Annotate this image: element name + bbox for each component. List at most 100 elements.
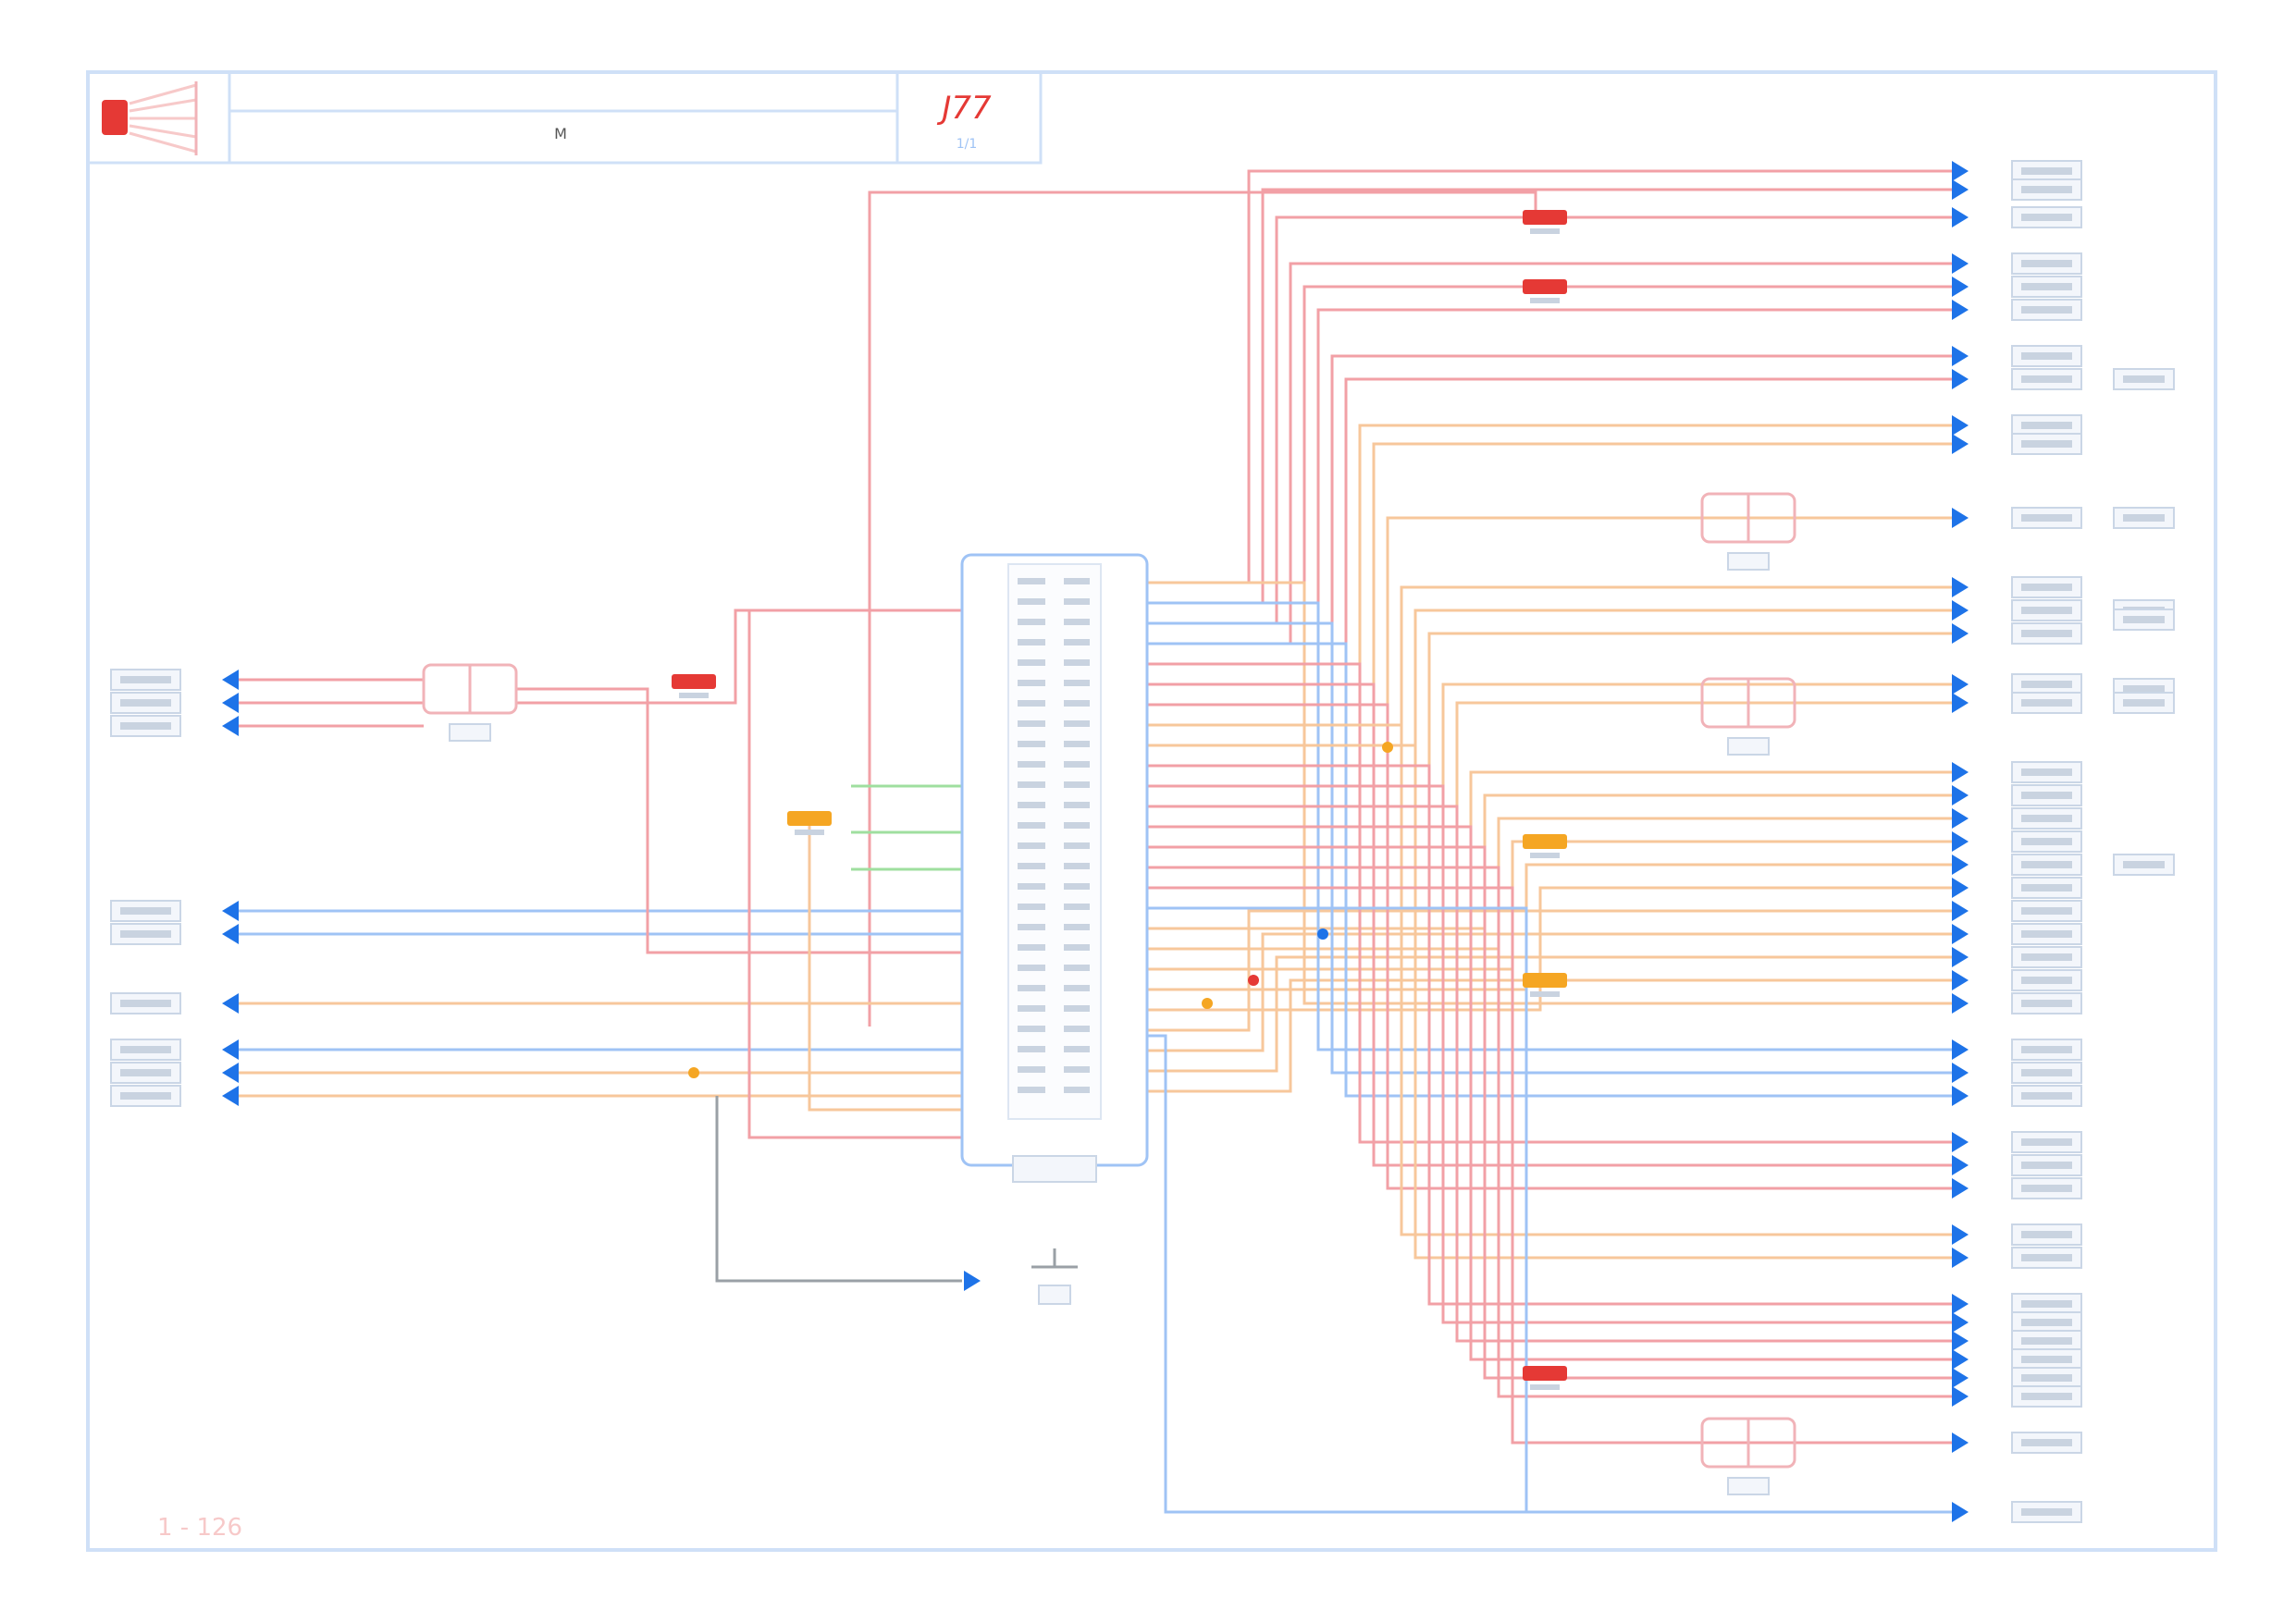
output-arrow-icon	[1952, 1063, 1969, 1083]
terminal-label-placeholder	[2021, 768, 2072, 776]
terminal-label-placeholder	[120, 1046, 171, 1053]
ground-arrow-icon	[964, 1271, 981, 1291]
ecu-pin-number	[1064, 904, 1090, 910]
component-layer	[422, 210, 1796, 1495]
terminal-label-placeholder	[2021, 607, 2072, 614]
output-arrow-icon	[1952, 785, 1969, 805]
output-arrow-icon	[1952, 369, 1969, 389]
terminal-label-placeholder	[2021, 1300, 2072, 1308]
terminal-label-placeholder	[2021, 306, 2072, 314]
ecu-pin-label	[1018, 822, 1045, 829]
output-arrow-icon	[1952, 346, 1969, 366]
terminal-label-placeholder	[2021, 884, 2072, 891]
title-mark: M	[554, 125, 567, 142]
ecu-pin-label	[1018, 863, 1045, 869]
terminal-label-placeholder	[2021, 214, 2072, 221]
output-arrow-icon	[1952, 1502, 1969, 1522]
output-arrow-icon	[1952, 623, 1969, 644]
ecu-pin-number	[1064, 1046, 1090, 1052]
relay-label-box	[1727, 1477, 1770, 1495]
ground-label-box	[1038, 1285, 1071, 1305]
terminal-label-placeholder	[2021, 953, 2072, 961]
terminal-label-placeholder	[2021, 1069, 2072, 1076]
signal-wire	[1147, 662, 1952, 1144]
connector-label-placeholder	[1530, 991, 1560, 997]
relay-label-box	[1727, 552, 1770, 571]
terminal-label-placeholder	[2021, 815, 2072, 822]
terminal-label-placeholder	[2021, 1162, 2072, 1169]
connector-label-placeholder	[1530, 853, 1560, 858]
ecu-pin-label	[1018, 578, 1045, 584]
terminal-label-placeholder	[2021, 283, 2072, 290]
terminal-label-placeholder	[2021, 699, 2072, 707]
terminal-label-placeholder	[2021, 1138, 2072, 1146]
junction-dot	[1202, 998, 1213, 1009]
splice-wire	[808, 826, 962, 1112]
ecu-pin-label	[1018, 944, 1045, 951]
ecu-pin-number	[1064, 598, 1090, 605]
terminal-label-placeholder	[120, 676, 171, 683]
terminal-label-placeholder	[2021, 440, 2072, 448]
ecu-pin-number	[1064, 720, 1090, 727]
terminal-label-placeholder	[2123, 514, 2165, 522]
ecu-pin-number	[1064, 842, 1090, 849]
ecu-pin-number	[1064, 863, 1090, 869]
output-arrow-icon	[1952, 434, 1969, 454]
output-arrow-icon	[1952, 947, 1969, 967]
terminal-label-placeholder	[2021, 1000, 2072, 1007]
terminal-label-placeholder	[2123, 861, 2165, 868]
ecu-pin-number	[1064, 822, 1090, 829]
input-arrow-icon	[222, 1039, 239, 1060]
connector-label-placeholder	[1530, 1384, 1560, 1390]
ecu-pin-number	[1064, 781, 1090, 788]
output-arrow-icon	[1952, 674, 1969, 695]
terminal-label-placeholder	[2021, 681, 2072, 688]
junction-dot-left	[688, 1067, 699, 1078]
terminal-label-placeholder	[2021, 630, 2072, 637]
ecu-pin-number	[1064, 985, 1090, 991]
relay-output-wire	[516, 609, 962, 705]
terminal-label-placeholder	[2021, 1356, 2072, 1363]
output-arrow-icon	[1952, 1386, 1969, 1407]
ecu-pin-label	[1018, 1066, 1045, 1073]
relay-label-box	[1727, 737, 1770, 756]
terminal-label-placeholder	[2021, 1508, 2072, 1516]
output-arrow-icon	[1952, 1331, 1969, 1351]
output-arrow-icon	[1952, 415, 1969, 436]
terminal-label-placeholder	[2021, 167, 2072, 175]
output-arrow-icon	[1952, 901, 1969, 921]
terminal-label-placeholder	[2021, 977, 2072, 984]
input-arrow-icon	[222, 924, 239, 944]
input-arrow-icon	[222, 901, 239, 921]
terminal-label-placeholder	[2021, 1092, 2072, 1100]
input-arrow-icon	[222, 693, 239, 713]
input-arrow-icon	[222, 716, 239, 736]
signal-wire	[1147, 642, 1952, 1098]
junction-dot	[1382, 742, 1393, 753]
input-arrow-icon	[222, 993, 239, 1014]
ecu-pin-label	[1018, 1087, 1045, 1093]
signal-wire	[1147, 909, 1952, 1032]
fuse-connector-bottom	[1523, 1366, 1567, 1381]
ecu-pin-number	[1064, 741, 1090, 747]
terminal-label-placeholder	[120, 699, 171, 707]
signal-wire	[1147, 764, 1952, 1306]
diagram-sheet: 1/1	[957, 137, 978, 152]
ecu-pin-label	[1018, 781, 1045, 788]
terminal-label-placeholder	[2021, 792, 2072, 799]
ecu-pin-number	[1064, 924, 1090, 930]
relay-label-box	[449, 723, 491, 742]
output-arrow-icon	[1952, 1086, 1969, 1106]
signal-wire	[1147, 955, 1952, 1073]
output-arrow-icon	[1952, 1294, 1969, 1314]
ecu-name-box	[1012, 1155, 1097, 1183]
output-arrow-icon	[1952, 179, 1969, 200]
ecu-pin-number	[1064, 578, 1090, 584]
terminal-label-placeholder	[2021, 930, 2072, 938]
terminal-label-placeholder	[120, 722, 171, 730]
terminal-label-placeholder	[2021, 1046, 2072, 1053]
ecu-pin-number	[1064, 700, 1090, 707]
signal-wire	[1147, 825, 1952, 1361]
signal-wire	[1147, 932, 1952, 1052]
